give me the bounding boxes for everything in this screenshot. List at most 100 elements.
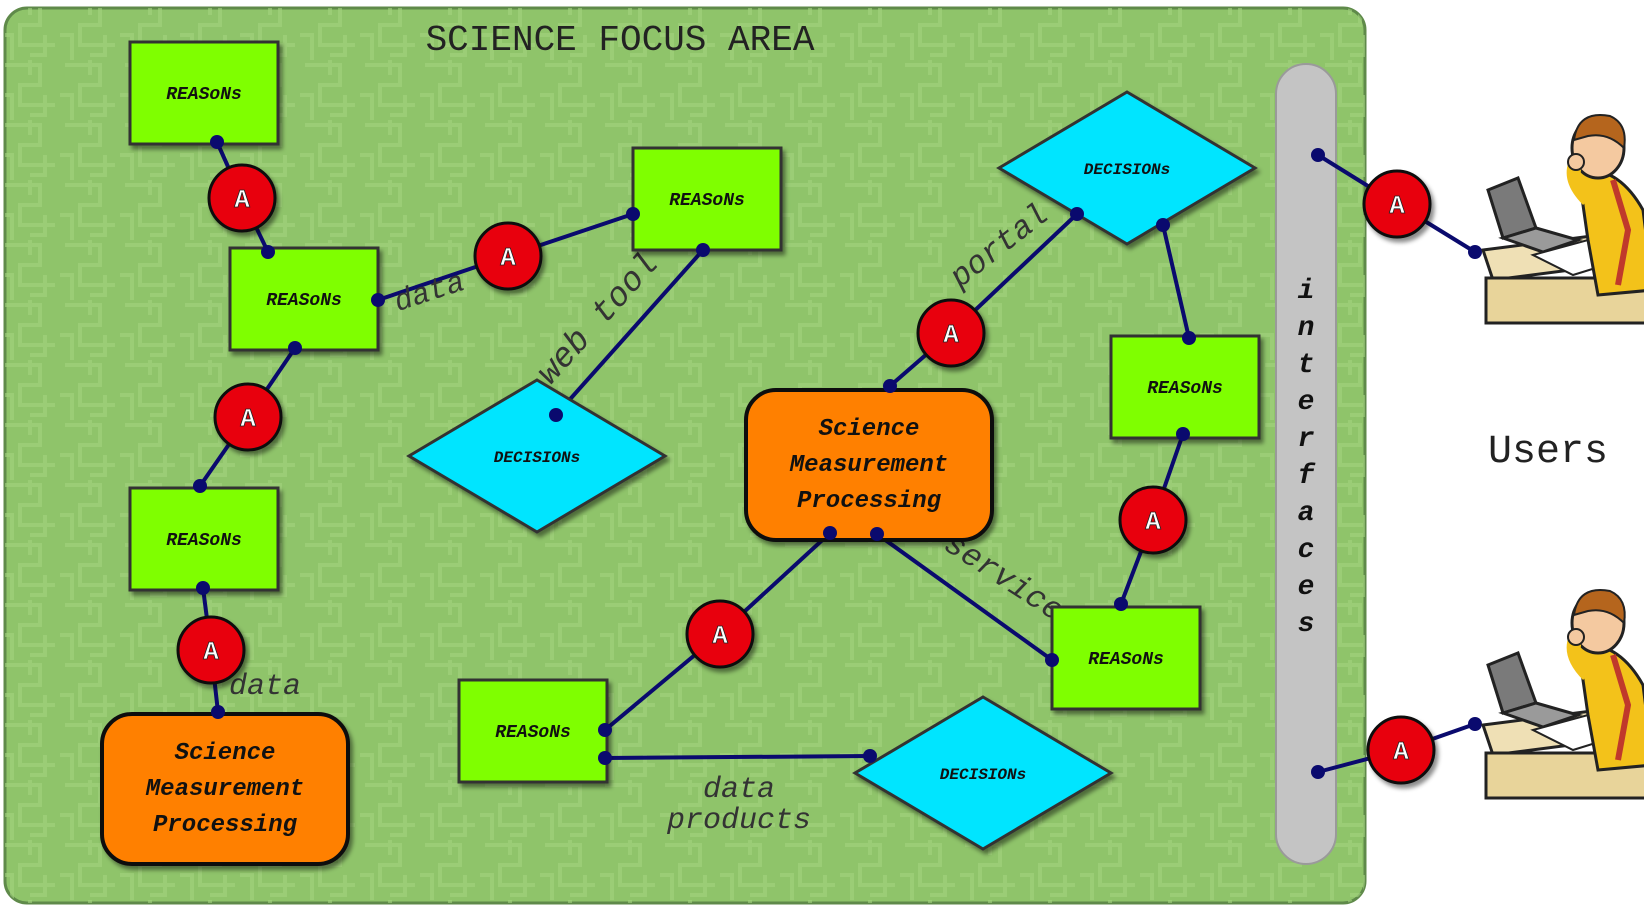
- decisions-label: DECISIONs: [1084, 161, 1170, 179]
- interfaces-letter: r: [1298, 424, 1315, 455]
- interfaces-letter: i: [1298, 276, 1315, 307]
- agent-node: A: [176, 615, 246, 685]
- nodes: REASoNsREASoNsREASoNsREASoNsREASoNsREASo…: [100, 40, 1482, 866]
- agent-node: A: [1118, 485, 1188, 555]
- connection-dot: [1182, 331, 1196, 345]
- connection-dot: [863, 749, 877, 763]
- edge-label: products: [666, 804, 811, 838]
- reasons-node: REASoNs: [128, 486, 280, 592]
- connection-dot: [598, 723, 612, 737]
- connection-dot: [371, 293, 385, 307]
- agent-label: A: [712, 621, 728, 651]
- edge-label: data: [229, 670, 301, 704]
- reasons-label: REASoNs: [266, 291, 342, 311]
- reasons-label: REASoNs: [495, 723, 571, 743]
- reasons-node: REASoNs: [631, 146, 783, 252]
- link-line: [875, 532, 1054, 662]
- processing-label: Processing: [153, 812, 298, 839]
- connection-dot: [1468, 245, 1482, 259]
- agent-node: A: [1362, 169, 1432, 239]
- agent-label: A: [1393, 737, 1409, 767]
- connection-dot: [1176, 427, 1190, 441]
- interfaces-letter: n: [1298, 313, 1315, 344]
- agent-node: A: [685, 599, 755, 669]
- decisions-label: DECISIONs: [494, 449, 580, 467]
- link-line: [604, 754, 871, 760]
- connection-dot: [1468, 717, 1482, 731]
- edge-label: data: [703, 773, 775, 807]
- connection-dot: [598, 751, 612, 765]
- connection-dot: [1156, 218, 1170, 232]
- decisions-label: DECISIONs: [940, 766, 1026, 784]
- connection-dot: [626, 207, 640, 221]
- reasons-label: REASoNs: [166, 85, 242, 105]
- interfaces-letter: c: [1298, 535, 1315, 566]
- connection-dot: [1311, 148, 1325, 162]
- agent-node: A: [1366, 715, 1436, 785]
- agent-node: A: [473, 221, 543, 291]
- area-title: SCIENCE FOCUS AREA: [426, 20, 815, 61]
- processing-label: Processing: [797, 488, 942, 515]
- processing-label: Science: [819, 416, 920, 443]
- connection-dot: [211, 705, 225, 719]
- agent-label: A: [500, 243, 516, 273]
- interfaces-letter: f: [1298, 461, 1316, 492]
- connection-dot: [823, 526, 837, 540]
- agent-label: A: [234, 185, 250, 215]
- connection-dot: [1311, 765, 1325, 779]
- connection-dot: [1045, 653, 1059, 667]
- connection-dot: [870, 527, 884, 541]
- processing-label: Measurement: [789, 452, 948, 479]
- connection-dot: [193, 479, 207, 493]
- connection-dot: [261, 245, 275, 259]
- processing-label: Measurement: [145, 776, 304, 803]
- connection-dot: [549, 408, 563, 422]
- reasons-node: REASoNs: [1050, 605, 1202, 711]
- agent-label: A: [1145, 507, 1161, 537]
- user-figure: [1481, 589, 1644, 800]
- area-pattern: [5, 8, 1365, 903]
- users-label: Users: [1488, 430, 1608, 475]
- interfaces-letter: a: [1298, 498, 1315, 529]
- interfaces-letter: e: [1298, 387, 1315, 418]
- connection-dot: [1114, 597, 1128, 611]
- decisions-node: DECISIONs: [406, 378, 668, 534]
- reasons-node: REASoNs: [128, 40, 280, 146]
- links: [198, 141, 1477, 774]
- link-line: [554, 248, 705, 417]
- agent-label: A: [240, 404, 256, 434]
- agent-label: A: [203, 637, 219, 667]
- connection-dot: [696, 243, 710, 257]
- agent-node: A: [207, 163, 277, 233]
- connection-dot: [196, 581, 210, 595]
- agent-label: A: [1389, 191, 1405, 221]
- connection-dot: [883, 379, 897, 393]
- reasons-node: REASoNs: [228, 246, 380, 352]
- reasons-label: REASoNs: [1088, 650, 1164, 670]
- reasons-label: REASoNs: [166, 531, 242, 551]
- reasons-label: REASoNs: [669, 191, 745, 211]
- agent-node: A: [213, 382, 283, 452]
- reasons-node: REASoNs: [457, 678, 609, 784]
- connection-dot: [1070, 207, 1084, 221]
- interfaces-letter: s: [1298, 609, 1315, 640]
- reasons-label: REASoNs: [1147, 379, 1223, 399]
- reasons-node: REASoNs: [1109, 334, 1261, 440]
- interfaces-letter: e: [1298, 572, 1315, 603]
- agents: A A A A A A A A A: [176, 163, 1436, 785]
- users: [1481, 114, 1644, 800]
- decisions-node: DECISIONs: [852, 695, 1114, 851]
- interfaces-bar: [1275, 63, 1337, 865]
- connection-dot: [210, 135, 224, 149]
- processing-label: Science: [175, 740, 276, 767]
- decisions-node: DECISIONs: [996, 90, 1258, 246]
- connection-dot: [288, 341, 302, 355]
- agent-node: A: [916, 298, 986, 368]
- user-figure: [1481, 114, 1644, 325]
- link-line: [1161, 224, 1191, 339]
- agent-label: A: [943, 320, 959, 350]
